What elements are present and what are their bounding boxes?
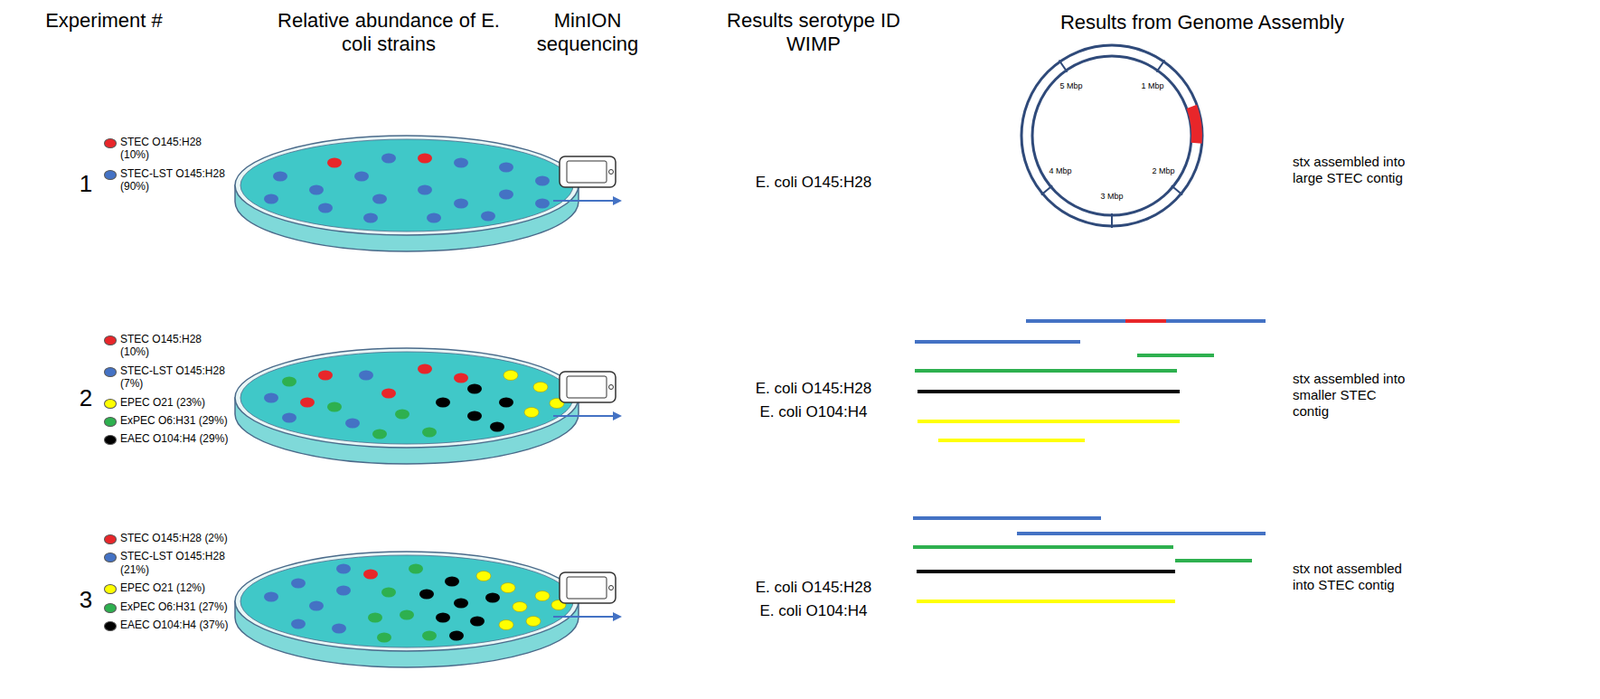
petri-dish [235,551,579,668]
legend-text: EAEC O104:H4 (29%) [120,432,231,445]
phone-icon [559,371,616,403]
legend-swatch [103,621,117,631]
legend-item: EAEC O104:H4 (29%) [103,432,231,445]
assembly-note: stx assembled into large STEC contig [1292,153,1411,187]
legend-item: STEC-LST O145:H28 (90%) [103,167,231,194]
contigs [914,320,1266,441]
legend-text: EPEC O21 (12%) [120,581,231,594]
ring-label: 5 Mbp [1048,81,1094,92]
legend-swatch [103,169,117,180]
legend-swatch [103,367,117,377]
experiment-number: 1 [72,169,100,198]
legend-swatch [103,583,117,594]
legend-item: STEC O145:H28 (10%) [103,332,231,359]
ring-label: 4 Mbp [1037,166,1083,177]
legend-swatch [103,602,117,613]
ring-label: 2 Mbp [1140,166,1186,177]
legend-text: STEC O145:H28 (2%) [120,531,231,545]
serotype-result: E. coli O145:H28 [705,578,923,597]
legend-item: EPEC O21 (23%) [103,395,231,409]
petri-dish [235,135,579,252]
legend-swatch [103,416,117,427]
legend-swatch [103,335,117,346]
column-header: MinION sequencing [519,9,656,57]
column-header: Relative abundance of E. coli strains [262,9,516,57]
contigs [912,517,1266,602]
legend-text: ExPEC O6:H31 (29%) [120,414,231,427]
phone-icon [559,572,616,603]
legend-swatch [103,398,117,409]
legend-text: EAEC O104:H4 (37%) [120,618,231,631]
ring-label: 1 Mbp [1129,81,1176,92]
legend-item: STEC O145:H28 (2%) [103,531,231,545]
legend-item: STEC O145:H28 (10%) [103,135,231,162]
legend-text: ExPEC O6:H31 (27%) [120,600,231,613]
petri-dish [235,348,579,464]
serotype-result: E. coli O145:H28 [705,379,923,398]
circular-genome [1021,45,1203,228]
column-header: Results serotype ID WIMP [714,9,913,57]
serotype-result: E. coli O145:H28 [705,173,923,192]
legend-text: STEC O145:H28 (10%) [120,135,231,162]
phone-icon [559,156,616,188]
legend-item: ExPEC O6:H31 (27%) [103,600,231,613]
assembly-note: stx not assembled into STEC contig [1292,560,1411,593]
experiment-number: 3 [72,585,100,614]
legend-text: STEC-LST O145:H28 (7%) [120,364,231,391]
legend-item: STEC-LST O145:H28 (7%) [103,364,231,391]
serotype-result: E. coli O104:H4 [705,602,923,621]
legend-text: STEC-LST O145:H28 (90%) [120,167,231,194]
legend-item: EAEC O104:H4 (37%) [103,618,231,631]
experiment-number: 2 [72,384,100,413]
legend-swatch [103,552,117,563]
assembly-note: stx assembled into smaller STEC contig [1292,370,1411,420]
legend-text: STEC O145:H28 (10%) [120,332,231,359]
column-header: Results from Genome Assembly [1003,10,1402,35]
legend-text: STEC-LST O145:H28 (21%) [120,549,231,576]
legend-item: STEC-LST O145:H28 (21%) [103,549,231,576]
legend-swatch [103,138,117,149]
legend-swatch [103,434,117,445]
legend-swatch [103,534,117,545]
serotype-result: E. coli O104:H4 [705,403,923,422]
column-header: Experiment # [45,9,163,33]
flow-arrow [553,196,622,206]
ring-label: 3 Mbp [1089,191,1135,202]
legend-item: ExPEC O6:H31 (29%) [103,414,231,427]
flow-arrow [553,411,622,421]
legend-item: EPEC O21 (12%) [103,581,231,594]
flow-arrow [553,611,622,622]
legend-text: EPEC O21 (23%) [120,395,231,409]
